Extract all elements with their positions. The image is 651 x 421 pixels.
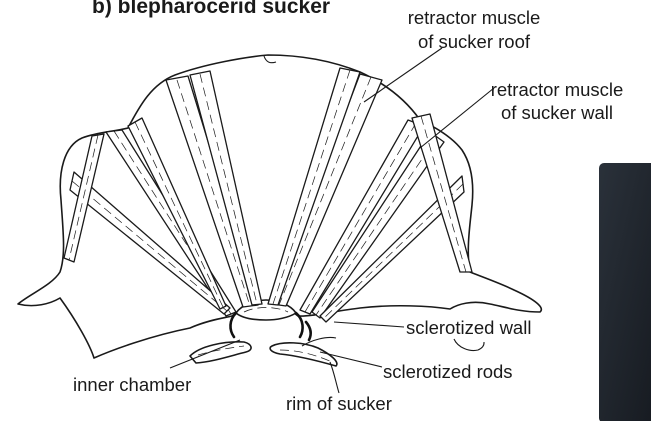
label-rim-of-sucker: rim of sucker xyxy=(286,393,392,414)
figure-title: b) blepharocerid sucker xyxy=(92,0,330,18)
label-retractor-roof-line2: of sucker roof xyxy=(418,31,531,52)
label-sclerotized-wall: sclerotized wall xyxy=(406,317,531,338)
left-lip xyxy=(190,342,251,363)
label-retractor-wall-line1: retractor muscle xyxy=(491,79,624,100)
label-sclerotized-rods: sclerotized rods xyxy=(383,361,513,382)
label-retractor-roof-line1: retractor muscle xyxy=(408,7,541,28)
label-retractor-wall-line2: of sucker wall xyxy=(501,102,613,123)
right-lip xyxy=(270,343,337,366)
dark-panel-edge xyxy=(599,163,651,421)
label-inner-chamber: inner chamber xyxy=(73,374,191,395)
